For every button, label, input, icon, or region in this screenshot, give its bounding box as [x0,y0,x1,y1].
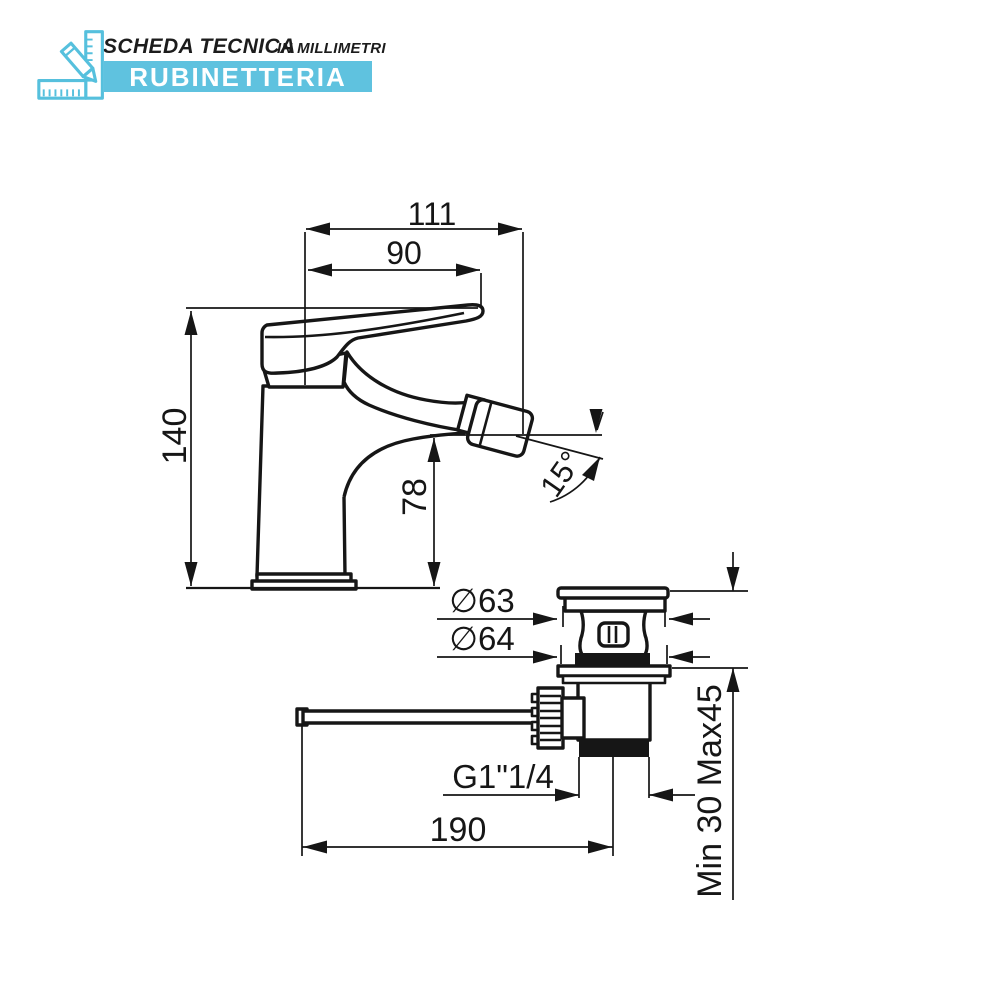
dim-label-spout-height: 78 [396,478,434,516]
ruler-ticks-horizontal [42,89,80,97]
dim-thread-size: G1"1/4 [443,757,695,802]
dim-label-spout-reach: 90 [386,235,422,271]
dim-flange-diameter: ∅64 [437,620,710,664]
sheet-subtitle: IN MILLIMETRI [277,40,386,57]
top-cap [556,586,670,600]
pencil-icon [59,41,98,83]
mixer-front-view [250,303,535,591]
dim-label-total-width: 111 [408,196,457,232]
faucet-lever-handle [260,303,485,375]
dim-label-total-height: 140 [156,408,194,465]
pop-up-waste-side-view [295,586,672,757]
faucet-spout [342,350,472,433]
pop-up-rod [301,709,542,725]
dim-label-thread-size: G1"1/4 [452,758,554,795]
dim-spout-height: 78 [396,438,441,586]
banner-label: RUBINETTERIA [129,62,347,92]
faucet-body [257,386,345,576]
dim-total-width: 111 [304,196,524,434]
lower-flange-lip [561,674,667,685]
dim-label-rod-length: 190 [430,811,487,849]
lever-top-edge-line [264,311,465,339]
pencil-and-square-ruler-icon [37,30,104,100]
lower-flange [556,664,672,678]
dim-mounting-range: Min 30 Max45 [670,552,748,900]
reference-lines [186,307,478,590]
knurl-ridges [540,694,561,742]
dim-label-top-diameter: ∅63 [449,582,514,619]
rod-nut [560,696,586,740]
category-banner: RUBINETTERIA [104,61,372,92]
dim-spout-reach: 90 [308,235,482,307]
dim-label-flange-diameter: ∅64 [449,620,514,657]
overflow-slot [597,621,630,648]
tailpiece [576,678,652,742]
dim-rod-length: 190 [301,726,614,856]
dim-label-mounting-range: Min 30 Max45 [691,684,729,898]
overflow-slot-lines [607,626,618,643]
dim-top-diameter: ∅63 [437,582,710,627]
sheet-title: SCHEDA TECNICA [103,35,296,58]
gasket [575,653,650,667]
thread-section [579,739,649,757]
dim-total-height: 140 [156,311,198,586]
